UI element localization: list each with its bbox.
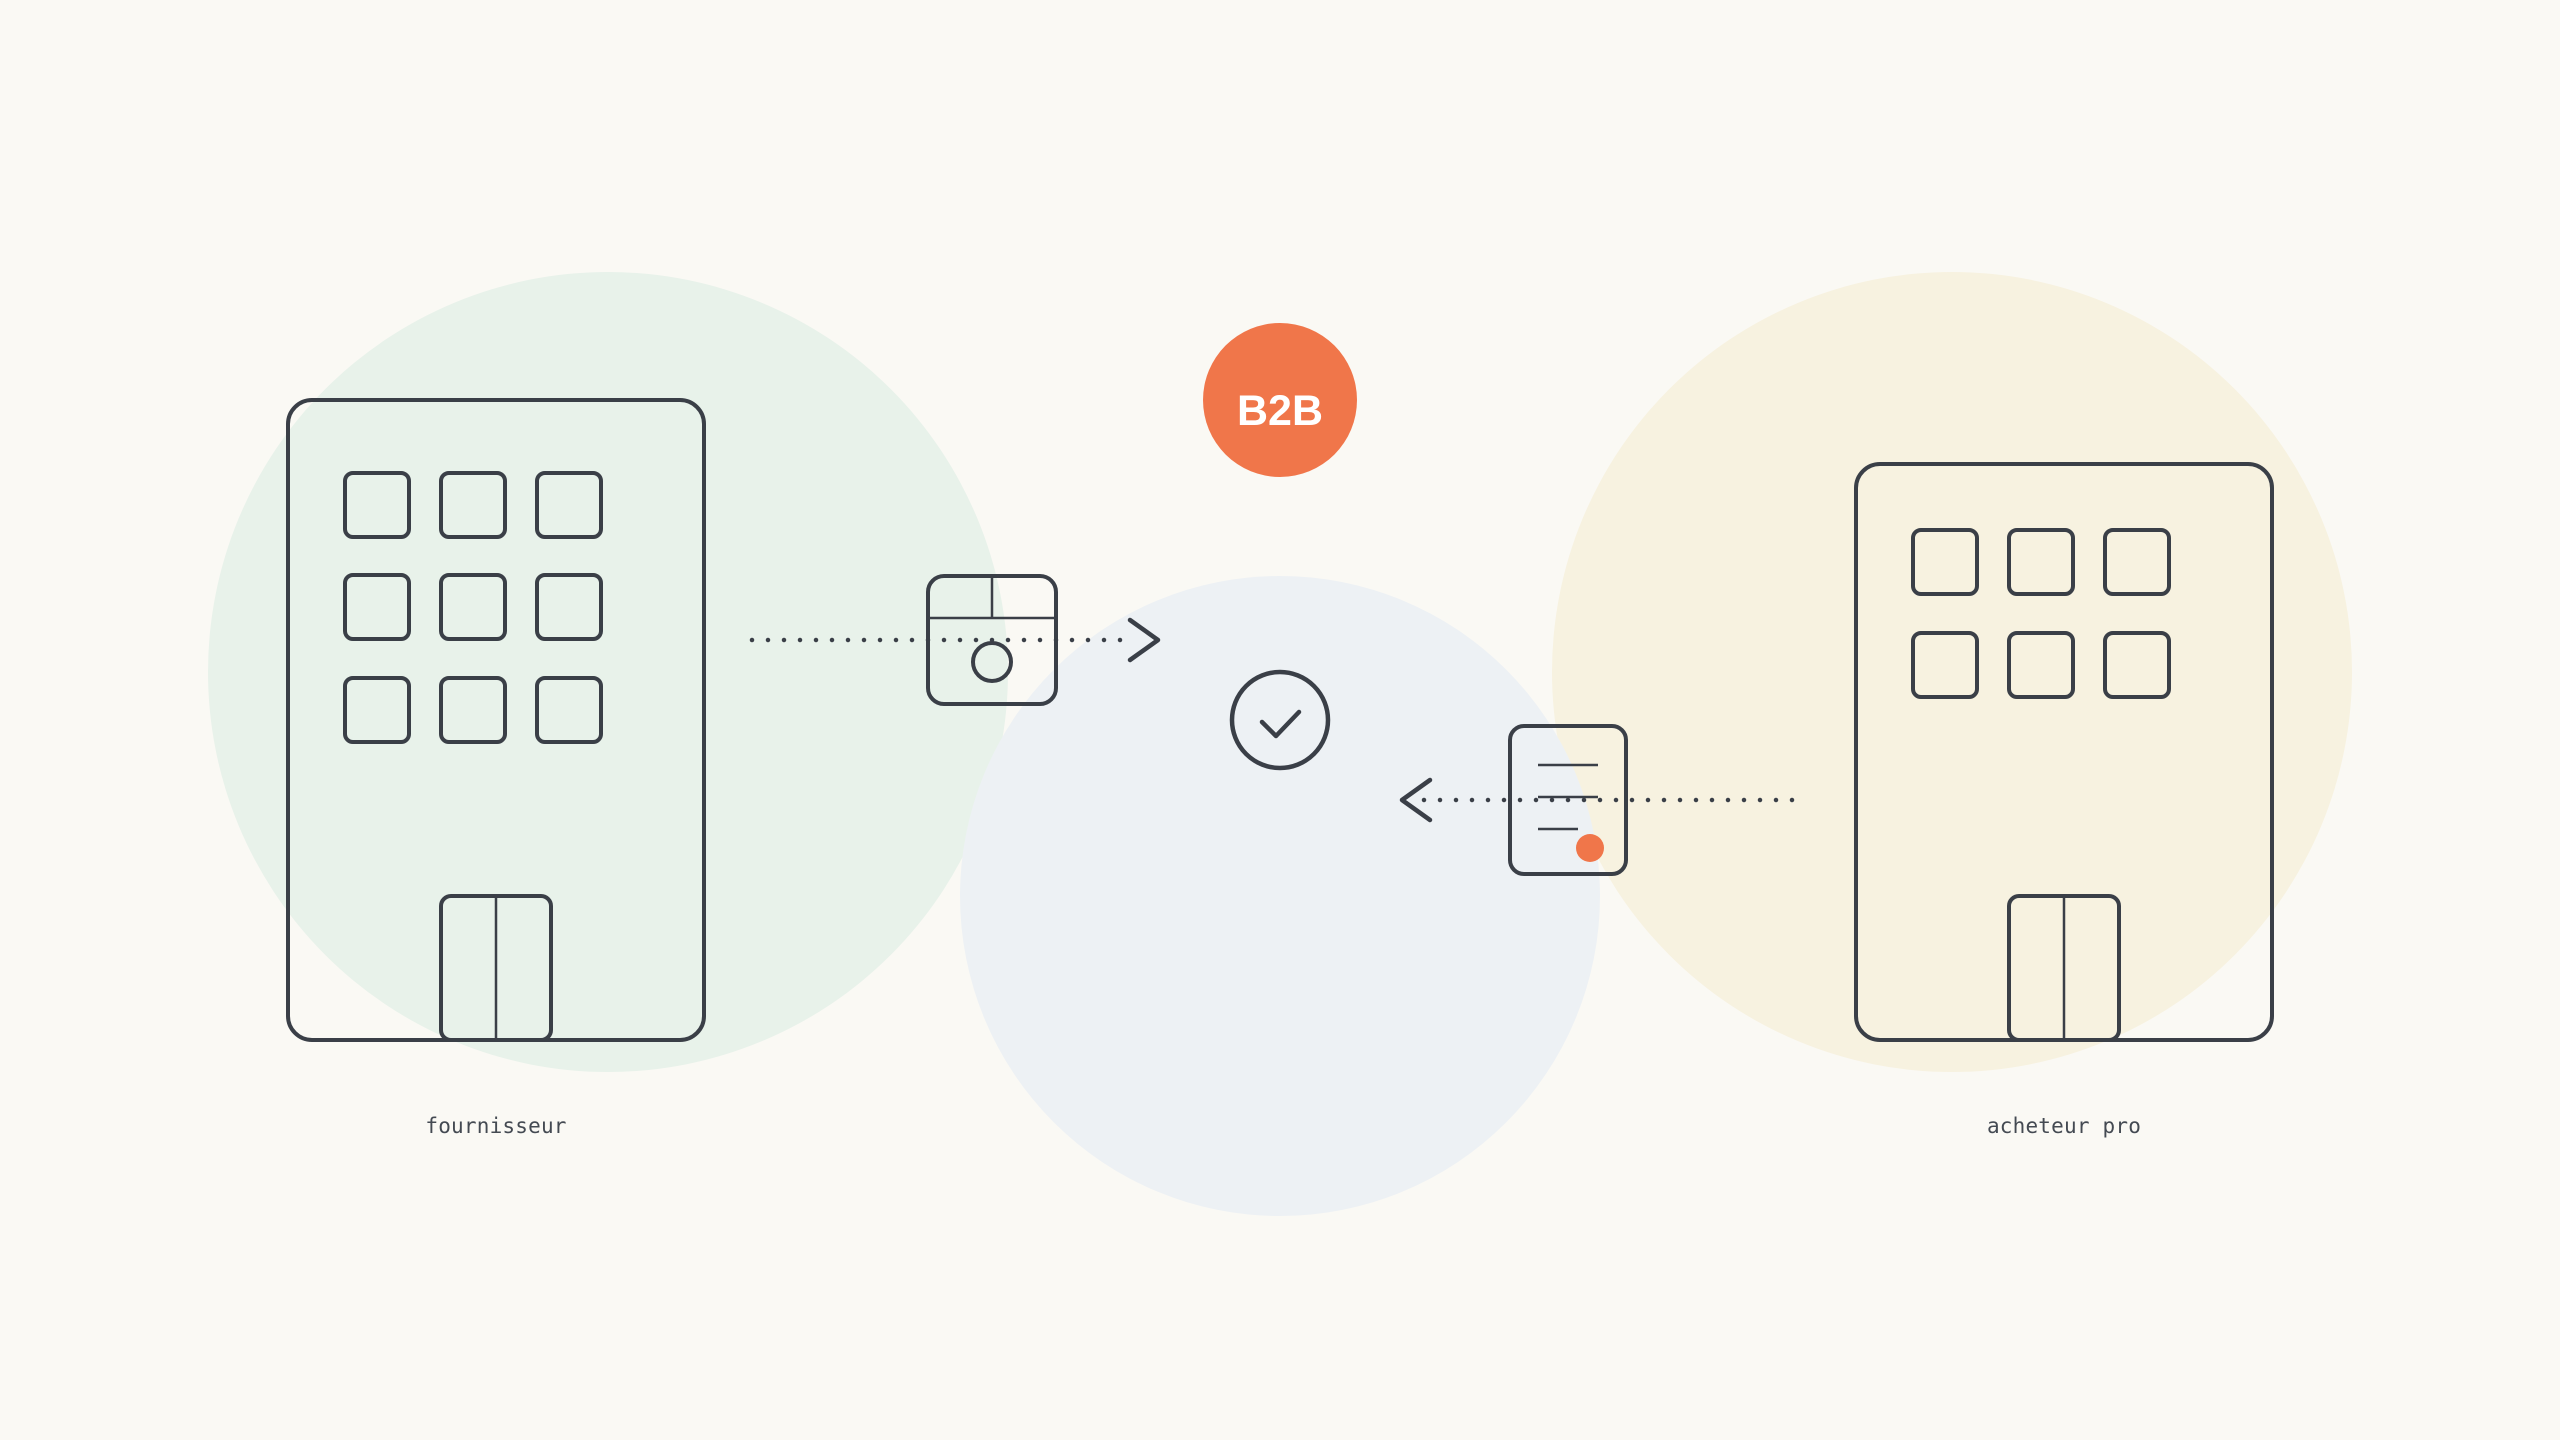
supplier-background-circle [208, 272, 1008, 1072]
buyer-background-circle [1552, 272, 2352, 1072]
b2b-badge: B2B [1203, 323, 1357, 477]
arrow-to-center-icon [749, 617, 1161, 663]
center-background-circle [960, 576, 1600, 1216]
buyer-label: acheteur pro [1986, 1114, 2142, 1138]
invoice-document-icon [1508, 724, 1628, 876]
package-icon [926, 574, 1058, 706]
arrow-from-buyer-icon [1399, 777, 1811, 823]
buyer-building-icon [1854, 462, 2274, 1042]
b2b-badge-text: B2B [1237, 387, 1323, 435]
supplier-building-icon [286, 398, 706, 1042]
supplier-label: fournisseur [425, 1114, 567, 1138]
checkmark-circle-icon [1229, 669, 1331, 771]
